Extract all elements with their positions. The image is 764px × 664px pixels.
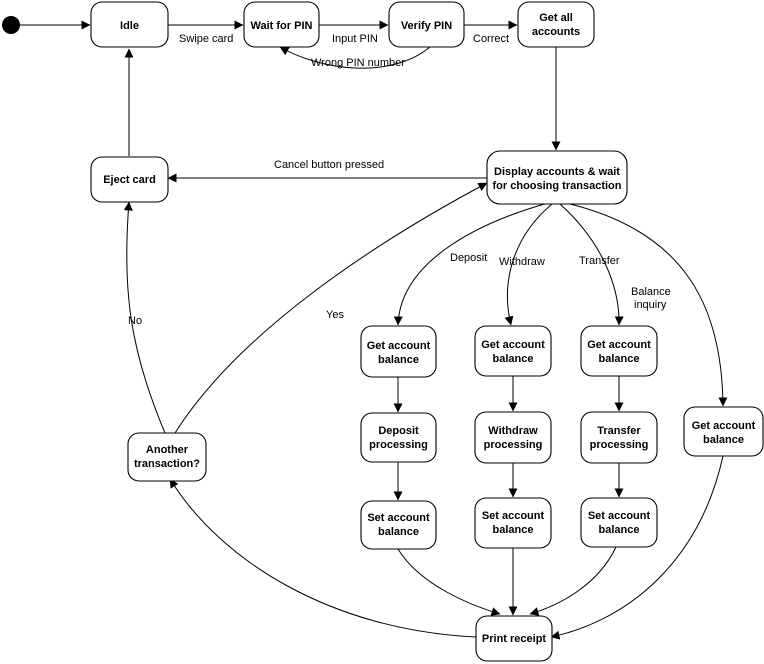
state-another-transaction-line1: Another (146, 444, 189, 456)
initial-state-dot (2, 16, 20, 34)
state-withdraw-processing: Withdraw processing (474, 411, 552, 464)
state-transfer-get-balance-line2: balance (599, 353, 640, 365)
label-withdraw: Withdraw (499, 256, 545, 268)
edge-inquiry-print (550, 455, 724, 640)
state-deposit-set-balance: Set account balance (360, 500, 437, 550)
state-another-transaction: Another transaction? (127, 432, 207, 482)
state-deposit-get-balance-line2: balance (378, 354, 419, 366)
state-idle-label: Idle (120, 20, 139, 32)
state-deposit-processing-line1: Deposit (378, 425, 419, 437)
edge-display-deposit (393, 202, 549, 326)
label-balance-inquiry-line2: inquiry (634, 299, 667, 311)
state-withdraw-get-balance-line1: Get account (481, 339, 545, 351)
transition-labels: Swipe card Input PIN Correct Wrong PIN n… (128, 33, 671, 327)
state-transfer-processing-line1: Transfer (597, 425, 641, 437)
state-withdraw-set-balance-line1: Set account (482, 510, 545, 522)
state-eject-card: Eject card (90, 156, 169, 203)
label-transfer: Transfer (579, 255, 620, 267)
state-display-accounts: Display accounts & wait for choosing tra… (486, 150, 628, 205)
state-display-accounts-line1: Display accounts & wait (494, 166, 620, 178)
state-inquiry-get-balance-line2: balance (703, 434, 744, 446)
state-deposit-get-balance: Get account balance (360, 325, 437, 378)
state-transfer-set-balance-line1: Set account (588, 510, 651, 522)
state-wait-for-pin: Wait for PIN (243, 1, 320, 48)
edge-display-transfer (559, 203, 624, 326)
label-no: No (128, 315, 142, 327)
state-wait-for-pin-label: Wait for PIN (251, 20, 313, 32)
state-idle: Idle (90, 1, 169, 48)
state-transfer-get-balance-line1: Get account (587, 339, 651, 351)
state-withdraw-set-balance-line2: balance (493, 524, 534, 536)
state-transfer-set-balance-line2: balance (599, 524, 640, 536)
state-deposit-processing: Deposit processing (360, 412, 437, 463)
edge-another-display-yes (174, 182, 488, 434)
label-wrong-pin: Wrong PIN number (311, 57, 405, 69)
state-eject-card-label: Eject card (103, 174, 156, 186)
state-get-all-accounts-line2: accounts (532, 26, 580, 38)
state-print-receipt: Print receipt (475, 615, 553, 662)
state-withdraw-processing-line2: processing (484, 439, 543, 451)
state-withdraw-get-balance-line2: balance (493, 353, 534, 365)
state-deposit-processing-line2: processing (369, 439, 428, 451)
state-withdraw-get-balance: Get account balance (474, 325, 552, 377)
state-get-all-accounts: Get all accounts (517, 1, 595, 48)
edge-deposit-set-print (397, 548, 501, 616)
label-swipe-card: Swipe card (179, 33, 233, 45)
transitions (20, 20, 728, 640)
label-deposit: Deposit (450, 252, 487, 264)
edge-transfer-set-print (529, 546, 617, 616)
edge-display-withdraw (504, 203, 553, 326)
state-transfer-set-balance: Set account balance (580, 497, 658, 548)
label-cancel-button-pressed: Cancel button pressed (274, 159, 384, 171)
state-withdraw-set-balance: Set account balance (474, 497, 552, 549)
label-yes: Yes (326, 309, 344, 321)
state-display-accounts-line2: for choosing transaction (493, 180, 622, 192)
state-deposit-get-balance-line1: Get account (367, 340, 431, 352)
state-get-all-accounts-line1: Get all (539, 12, 573, 24)
state-inquiry-get-balance-line1: Get account (692, 420, 756, 432)
state-transfer-processing-line2: processing (590, 439, 649, 451)
state-verify-pin: Verify PIN (388, 1, 465, 48)
label-correct: Correct (473, 33, 509, 45)
state-print-receipt-label: Print receipt (482, 633, 547, 645)
state-withdraw-processing-line1: Withdraw (488, 425, 538, 437)
state-transfer-processing: Transfer processing (580, 411, 658, 464)
edge-verifypin-waitpin-wrong (279, 46, 431, 69)
edge-another-eject-no (123, 201, 166, 434)
edge-display-inquiry (565, 202, 728, 407)
edge-print-another (169, 478, 477, 638)
label-balance-inquiry-line1: Balance (631, 286, 671, 298)
state-transfer-get-balance: Get account balance (580, 325, 658, 377)
label-input-pin: Input PIN (332, 33, 378, 45)
state-verify-pin-label: Verify PIN (401, 20, 452, 32)
state-deposit-set-balance-line2: balance (378, 526, 419, 538)
state-deposit-set-balance-line1: Set account (367, 512, 430, 524)
state-inquiry-get-balance: Get account balance (683, 406, 764, 457)
state-another-transaction-line2: transaction? (134, 458, 200, 470)
